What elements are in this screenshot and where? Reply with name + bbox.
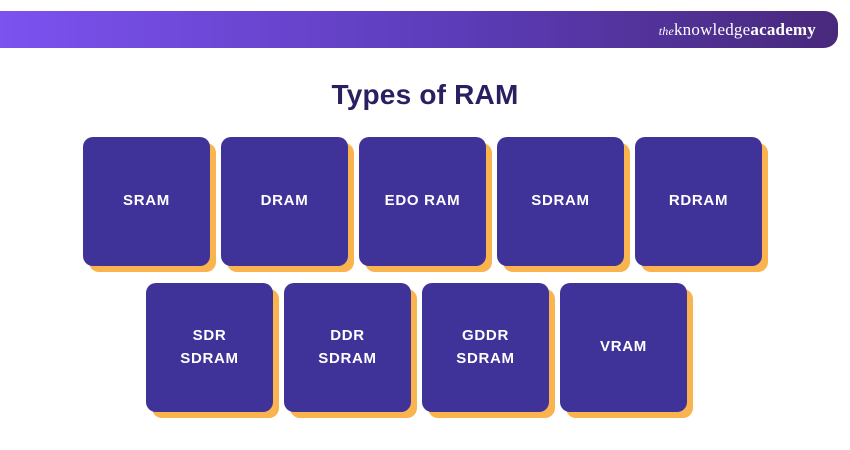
card-vram-label: VRAM <box>600 338 647 356</box>
card-gddr-sdram: GDDR SDRAM <box>422 283 549 412</box>
brand-logo-knowledge: knowledge <box>673 20 751 39</box>
card-sdram-label: SDRAM <box>531 192 590 210</box>
card-edo-ram-label: EDO RAM <box>384 192 461 210</box>
card-dram: DRAM <box>221 137 348 266</box>
card-sram-label: SRAM <box>123 192 170 210</box>
card-rdram: RDRAM <box>635 137 762 266</box>
card-sdram: SDRAM <box>497 137 624 266</box>
card-ddr-sdram-label: DDR SDRAM <box>318 327 377 367</box>
header-bar: theknowledgeacademy <box>0 11 838 48</box>
brand-logo-academy: academy <box>750 20 816 39</box>
ram-row-1: SRAM DRAM EDO RAM SDRAM RDRAM <box>83 137 762 266</box>
card-rdram-label: RDRAM <box>668 192 729 210</box>
card-sdr-sdram-label: SDR SDRAM <box>180 327 239 367</box>
card-ddr-sdram: DDR SDRAM <box>284 283 411 412</box>
ram-row-2: SDR SDRAM DDR SDRAM GDDR SDRAM VRAM <box>146 283 687 412</box>
card-sram: SRAM <box>83 137 210 266</box>
brand-logo: theknowledgeacademy <box>659 21 816 38</box>
card-gddr-sdram-label: GDDR SDRAM <box>456 327 515 367</box>
card-vram: VRAM <box>560 283 687 412</box>
card-dram-label: DRAM <box>260 192 309 210</box>
page-title: Types of RAM <box>331 79 519 110</box>
card-edo-ram: EDO RAM <box>359 137 486 266</box>
brand-logo-the: the <box>658 24 674 38</box>
card-sdr-sdram: SDR SDRAM <box>146 283 273 412</box>
